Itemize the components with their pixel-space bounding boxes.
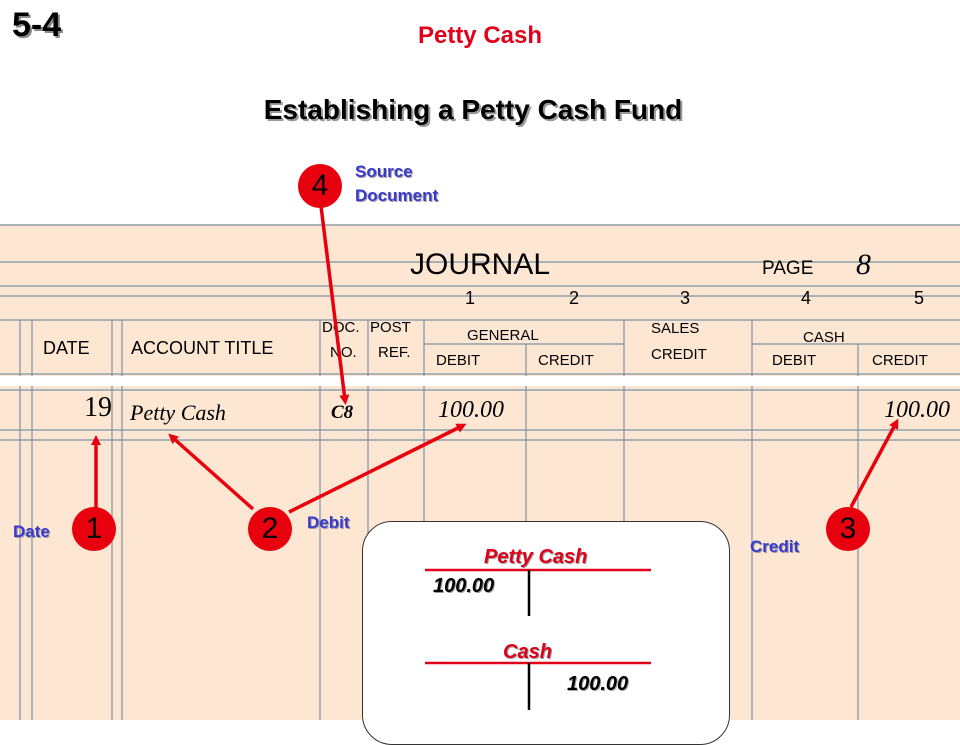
- slide-title: Establishing a Petty Cash Fund: [263, 94, 683, 125]
- header-post-line2: REF.: [378, 344, 411, 361]
- step-3-circle: 3: [826, 507, 870, 551]
- header-general: GENERAL: [467, 327, 539, 344]
- arrow-doc-no: [319, 205, 350, 405]
- source-document-label-line1: Source: [355, 162, 413, 181]
- journal-title: JOURNAL: [410, 248, 551, 281]
- header-account-title: ACCOUNT TITLE: [131, 338, 274, 358]
- column-number-2: 2: [569, 288, 580, 308]
- column-number-4: 4: [801, 288, 812, 308]
- column-number-5: 5: [914, 288, 925, 308]
- header-sales-line1: SALES: [651, 320, 700, 337]
- header-general-debit: DEBIT: [436, 352, 481, 369]
- t-account-cash-credit: 100.00: [567, 673, 629, 695]
- arrow-account-title: [168, 433, 255, 511]
- page-number: 8: [856, 248, 871, 281]
- page-label: PAGE: [762, 258, 814, 279]
- arrow-cash-credit: [849, 418, 899, 508]
- journal-form: JOURNAL PAGE 8 1 2 3 4 5 DATE ACCOUNT TI…: [0, 224, 960, 720]
- t-account-petty-cash-debit: 100.00: [433, 575, 495, 597]
- header-cash-debit: DEBIT: [772, 352, 817, 369]
- header-doc-line2: NO.: [330, 344, 357, 361]
- t-account-box: Petty Cash 100.00 Cash 100.00: [362, 521, 730, 745]
- step-2-circle: 2: [248, 507, 292, 551]
- date-label: Date: [13, 522, 50, 541]
- slide-number: 5-4: [12, 6, 62, 44]
- header-doc-line1: DOC.: [322, 319, 360, 336]
- header-post-line1: POST: [370, 319, 411, 336]
- credit-label: Credit: [750, 537, 800, 556]
- header-general-credit: CREDIT: [538, 352, 594, 369]
- slide-topic: Petty Cash: [417, 22, 543, 49]
- t-account-cash-title: Cash: [503, 641, 552, 663]
- column-number-1: 1: [465, 288, 476, 308]
- entry-year: 19: [84, 392, 112, 423]
- entry-account-title: Petty Cash: [130, 400, 226, 425]
- step-1-circle: 1: [72, 507, 116, 551]
- entry-doc-no: C8: [331, 402, 354, 423]
- header-cash: CASH: [803, 329, 845, 346]
- step-4-circle: 4: [298, 164, 342, 208]
- column-number-3: 3: [680, 288, 691, 308]
- header-cash-credit: CREDIT: [872, 352, 928, 369]
- source-document-label-line2: Document: [355, 186, 439, 205]
- header-sales-line2: CREDIT: [651, 346, 707, 363]
- t-account-petty-cash-title: Petty Cash: [484, 546, 588, 568]
- debit-label: Debit: [307, 513, 350, 532]
- entry-general-debit: 100.00: [438, 397, 504, 423]
- arrow-general-debit: [288, 423, 467, 514]
- t-account-lines: [425, 568, 651, 710]
- header-date: DATE: [43, 338, 90, 358]
- callout-arrows: [91, 205, 899, 514]
